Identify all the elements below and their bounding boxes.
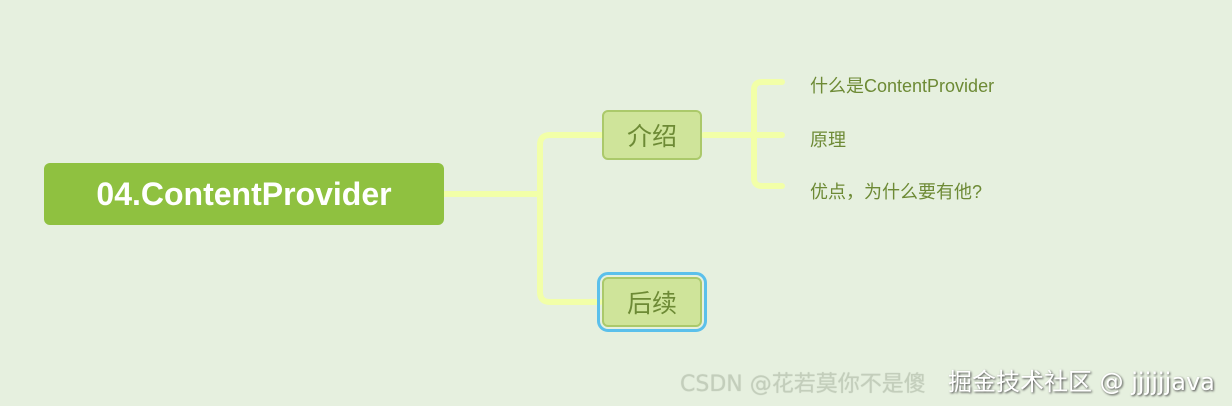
- branch-node-followup[interactable]: 后续: [597, 272, 707, 332]
- leaf-node-what-is[interactable]: 什么是ContentProvider: [810, 76, 995, 96]
- leaf-node-principle[interactable]: 原理: [810, 130, 846, 150]
- leaf-node-advantages[interactable]: 优点，为什么要有他?: [810, 182, 983, 202]
- connector-leaf-1: [751, 79, 785, 138]
- watermark-csdn: CSDN @花若莫你不是傻: [680, 372, 926, 397]
- connector-branch-intro: [537, 132, 605, 197]
- root-node[interactable]: 04.ContentProvider: [44, 163, 444, 225]
- watermark-juejin: 掘金技术社区 @ jjjjjjava: [948, 368, 1215, 396]
- connector-leaf-3: [751, 132, 785, 189]
- connector-branch-followup: [537, 191, 603, 305]
- branch-node-intro[interactable]: 介绍: [602, 110, 702, 160]
